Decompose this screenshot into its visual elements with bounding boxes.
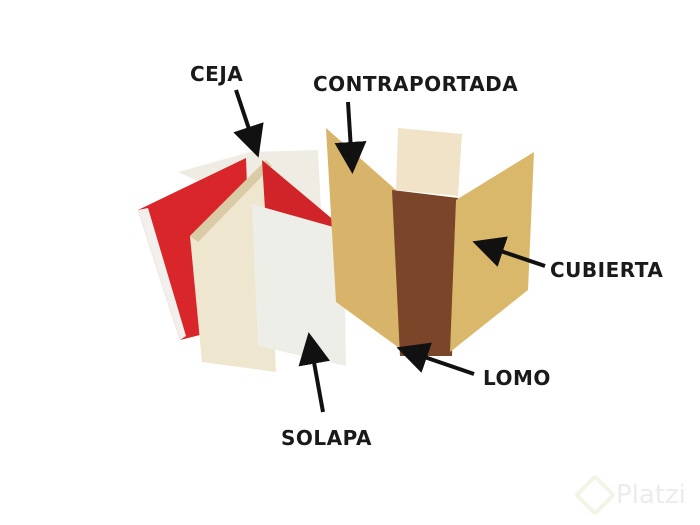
right-book [326, 128, 534, 356]
left-book [138, 150, 346, 372]
arrow-cubierta [472, 236, 546, 268]
arrows [233, 89, 546, 413]
arrow-contraportada [334, 101, 367, 174]
label-contraportada: CONTRAPORTADA [313, 72, 519, 96]
arrow-lomo [396, 342, 475, 376]
solapa-flap [252, 204, 346, 366]
arrow-solapa [298, 332, 331, 413]
spine [392, 190, 458, 356]
page-fan [396, 128, 462, 196]
cubierta-cover [450, 152, 534, 352]
watermark-text: Platzi [616, 480, 686, 510]
watermark: Platzi [573, 473, 686, 517]
label-solapa: SOLAPA [281, 426, 372, 450]
arrow-ceja [233, 89, 264, 158]
label-cubierta: CUBIERTA [550, 258, 664, 282]
contraportada-cover [326, 128, 402, 350]
label-ceja: CEJA [190, 62, 244, 86]
platzi-logo-icon [573, 473, 617, 517]
label-lomo: LOMO [483, 366, 551, 390]
